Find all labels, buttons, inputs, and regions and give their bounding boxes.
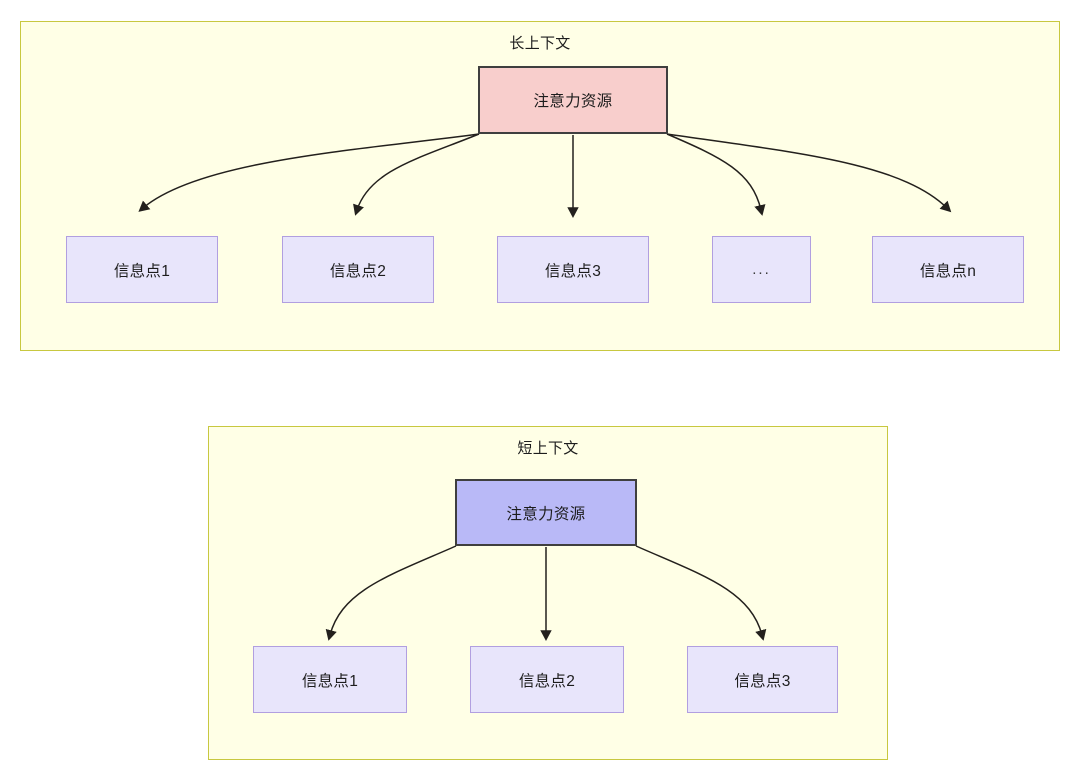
node-info-point-long-1[interactable]: 信息点1 (66, 236, 218, 303)
group-short-context-title: 短上下文 (517, 440, 579, 457)
node-info-point-long-3-label: 信息点3 (544, 262, 602, 280)
node-attention-resource-short[interactable]: 注意力资源 (455, 479, 637, 546)
node-info-point-short-3[interactable]: 信息点3 (687, 646, 838, 713)
node-info-point-long-n-label: 信息点n (919, 262, 977, 280)
node-info-point-long-1-label: 信息点1 (113, 262, 171, 280)
node-info-point-short-2[interactable]: 信息点2 (470, 646, 624, 713)
node-info-point-long-ellipsis-label: ... (752, 261, 771, 278)
node-attention-resource-short-label: 注意力资源 (506, 505, 586, 523)
node-info-point-long-2[interactable]: 信息点2 (282, 236, 434, 303)
node-info-point-short-1[interactable]: 信息点1 (253, 646, 407, 713)
node-info-point-long-3[interactable]: 信息点3 (497, 236, 649, 303)
node-info-point-short-3-label: 信息点3 (734, 672, 791, 690)
node-info-point-long-ellipsis[interactable]: ... (712, 236, 811, 303)
node-info-point-short-2-label: 信息点2 (518, 672, 576, 690)
node-info-point-long-n[interactable]: 信息点n (872, 236, 1024, 303)
node-attention-resource-long[interactable]: 注意力资源 (478, 66, 668, 134)
node-info-point-long-2-label: 信息点2 (329, 262, 387, 280)
node-info-point-short-1-label: 信息点1 (301, 672, 359, 690)
group-long-context-title: 长上下文 (509, 35, 571, 52)
node-attention-resource-long-label: 注意力资源 (533, 93, 613, 110)
